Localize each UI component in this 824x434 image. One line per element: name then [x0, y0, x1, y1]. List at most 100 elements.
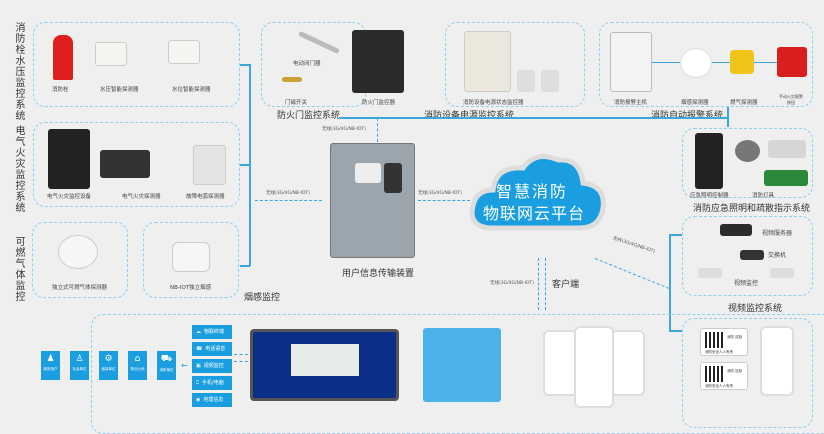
alarm-system-title: 消防自动报警系统 — [651, 111, 724, 121]
cloud-icon — [469, 153, 606, 231]
item-caption: 交换机 — [768, 252, 787, 259]
item-caption: 门磁开关 — [285, 100, 308, 106]
exit-sign-green-image — [764, 170, 808, 186]
emergency-controller-image — [695, 133, 723, 189]
mobile-app-image — [543, 330, 577, 396]
client-label: 客户端 — [552, 280, 580, 290]
electrical-detector-image — [100, 150, 150, 178]
item-caption: 应急照明控制器 — [690, 193, 729, 199]
phone-icon: ☎ — [196, 346, 203, 352]
smoke-monitor-title: 烟感监控 — [244, 293, 281, 303]
item-caption: 电气火灾探测器 — [122, 194, 161, 200]
evacuation-sign-image — [735, 140, 760, 162]
exit-sign-image — [768, 140, 806, 158]
item-caption: 防火门监控器 — [362, 100, 396, 106]
electrical-system-box — [33, 122, 240, 207]
smoke-detector-image — [172, 242, 210, 272]
manual-alarm-button-image — [777, 47, 807, 77]
item-caption: 消防灯具 — [752, 193, 775, 199]
item-caption: 视频监控 — [734, 280, 759, 287]
menu-phone-computer[interactable]: ⎕手机/电脑 — [192, 376, 232, 390]
item-caption: 电动闭门器 — [293, 61, 321, 67]
power-monitor-box — [445, 22, 585, 107]
pc-dashboard-image — [250, 329, 399, 401]
fire-door-system-title: 防火门监控系统 — [277, 111, 341, 121]
hydrant-system-title: 消防栓水压监控系统 — [13, 22, 24, 121]
item-caption: 烟感探测器 — [681, 100, 709, 106]
gas-detector-image — [58, 235, 98, 269]
menu-video-monitor[interactable]: ▣视频监控 — [192, 359, 232, 373]
client-arrow — [538, 258, 539, 310]
cloud-title-2: 物联网云平台 — [483, 204, 586, 223]
item-caption: 手动火灾报警按钮 — [779, 94, 803, 105]
hydrant-system-box — [33, 22, 240, 107]
water-pressure-detector-image — [95, 42, 127, 66]
video-system-box — [682, 216, 813, 296]
3d-visual-image — [423, 328, 501, 402]
emergency-lighting-box — [682, 128, 813, 198]
top-connector — [340, 117, 728, 119]
wireless-label: 无线(3G/4G/NB-IOT) — [266, 191, 310, 196]
wireless-label: 无线(3G/4G/NB-IOT) — [490, 281, 534, 286]
smoke-sensor-image — [680, 48, 712, 78]
video-system-title: 视频监控系统 — [728, 304, 783, 314]
power-system-title: 消防设备电源监控系统 — [424, 111, 515, 121]
device-to-cloud-arrow — [418, 200, 470, 201]
power-monitor-image — [464, 31, 511, 92]
menu-geo-info[interactable]: ◉地理信息 — [192, 393, 232, 407]
user-tile-government[interactable]: ♟政府用户 — [41, 351, 60, 380]
menu-iot-terminal[interactable]: ☁物联终端 — [192, 325, 232, 339]
mobile-inspection-image — [760, 326, 794, 396]
user-tile-social[interactable]: ♙社会单位 — [70, 351, 89, 380]
qr-card: 消防 巡检 消防安全人人有责 — [700, 362, 748, 390]
water-level-detector-image — [168, 40, 200, 64]
video-to-cloud-arrow — [594, 258, 670, 289]
left-to-device-arrow — [255, 200, 322, 201]
cloud-icon: ☁ — [196, 329, 201, 335]
electrical-system-title: 电气火灾监控系统 — [13, 125, 24, 213]
video-server-image — [720, 224, 752, 236]
emergency-system-title: 消防应急照明和疏散指示系统 — [693, 204, 811, 214]
item-caption: 电气火灾监控设备 — [47, 194, 92, 200]
mobile-app-image — [574, 326, 614, 408]
gas-system-title: 可燃气体监控 — [13, 236, 24, 302]
item-caption: 消防报警主机 — [614, 100, 648, 106]
user-info-transmission-device-image — [330, 143, 415, 258]
user-tile-property[interactable]: ⌂物业公司 — [128, 351, 147, 380]
user-tile-fire-unit[interactable]: ⛟消防单位 — [157, 351, 176, 380]
door-magnet-image — [282, 77, 302, 82]
camera-image — [770, 268, 794, 278]
camera-icon: ▣ — [196, 363, 201, 369]
item-caption: 燃气探测器 — [730, 100, 758, 106]
arc-detector-image — [193, 145, 226, 185]
item-caption: 故障电弧探测器 — [186, 194, 225, 200]
mobile-app-image — [611, 330, 645, 396]
video-connector — [669, 234, 671, 330]
power-module-image — [517, 70, 535, 92]
item-caption: 水压智能探测器 — [100, 87, 139, 93]
user-tile-maintenance[interactable]: ⚙维保单位 — [99, 351, 118, 380]
power-module-image — [541, 70, 559, 92]
item-caption: 消防设备电源状态监控器 — [463, 100, 524, 106]
wireless-label: 无线(3G/4G/NB-IOT) — [418, 191, 462, 196]
item-caption: 水位智能探测器 — [172, 87, 211, 93]
left-arrow-icon: ← — [181, 361, 188, 370]
alarm-system-box — [599, 22, 813, 107]
qr-code-icon — [705, 366, 723, 382]
alarm-host-image — [610, 32, 652, 92]
item-caption: 独立式可燃气体探测器 — [52, 285, 108, 291]
switch-image — [740, 250, 764, 260]
item-caption: 消防栓 — [52, 87, 69, 93]
cloud-platform: 智慧消防 物联网云平台 — [468, 148, 608, 238]
device-label: 用户信息传输装置 — [342, 269, 415, 279]
gas-sensor-image — [730, 50, 754, 74]
menu-phone-voice[interactable]: ☎电话语音 — [192, 342, 232, 356]
item-caption: NB-IOT独立烟感 — [170, 285, 212, 291]
qr-code-icon — [705, 332, 723, 348]
wireless-label: 无线(3G/4G/NB-IOT) — [322, 127, 366, 132]
gas-detector-box — [32, 222, 128, 298]
wireless-label: 无线(3G/4G/NB-IOT) — [612, 236, 656, 255]
computer-icon: ⎕ — [196, 380, 200, 386]
top-to-device-arrow — [377, 118, 378, 142]
hydrant-image — [53, 35, 73, 80]
